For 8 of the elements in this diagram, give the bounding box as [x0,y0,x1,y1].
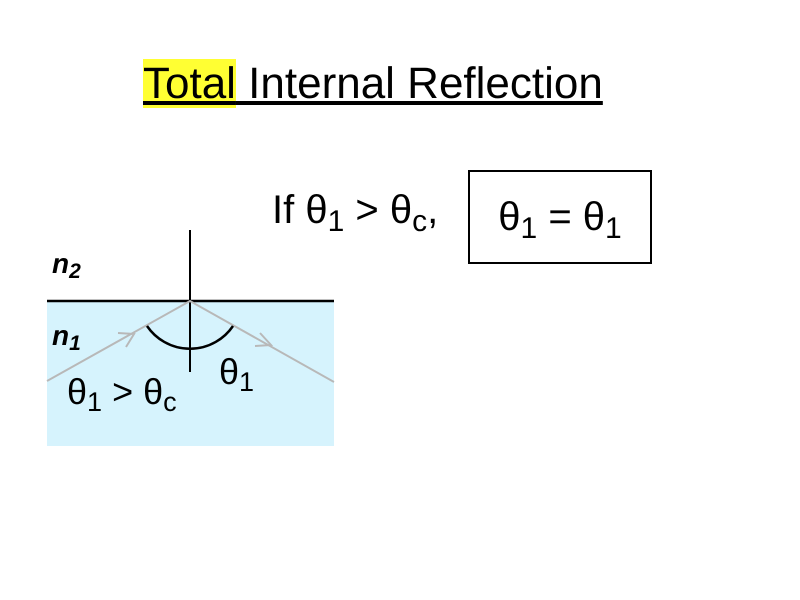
title: Total Internal Reflection [143,58,603,110]
denser-medium [47,302,334,446]
angle-label: θ$_{1}$ [219,354,254,390]
result-box: θ$_{1}$ = θ$_{1}$ [468,170,652,264]
refractive-index-label: n$_{1}$ [52,322,81,350]
condition-text: If θ$_{1}$ > θ$_{c}$, [272,190,438,230]
refractive-index-label: n$_{2}$ [52,250,81,278]
angle-condition: θ$_{1}$ > θ$_{c}$ [67,374,177,410]
